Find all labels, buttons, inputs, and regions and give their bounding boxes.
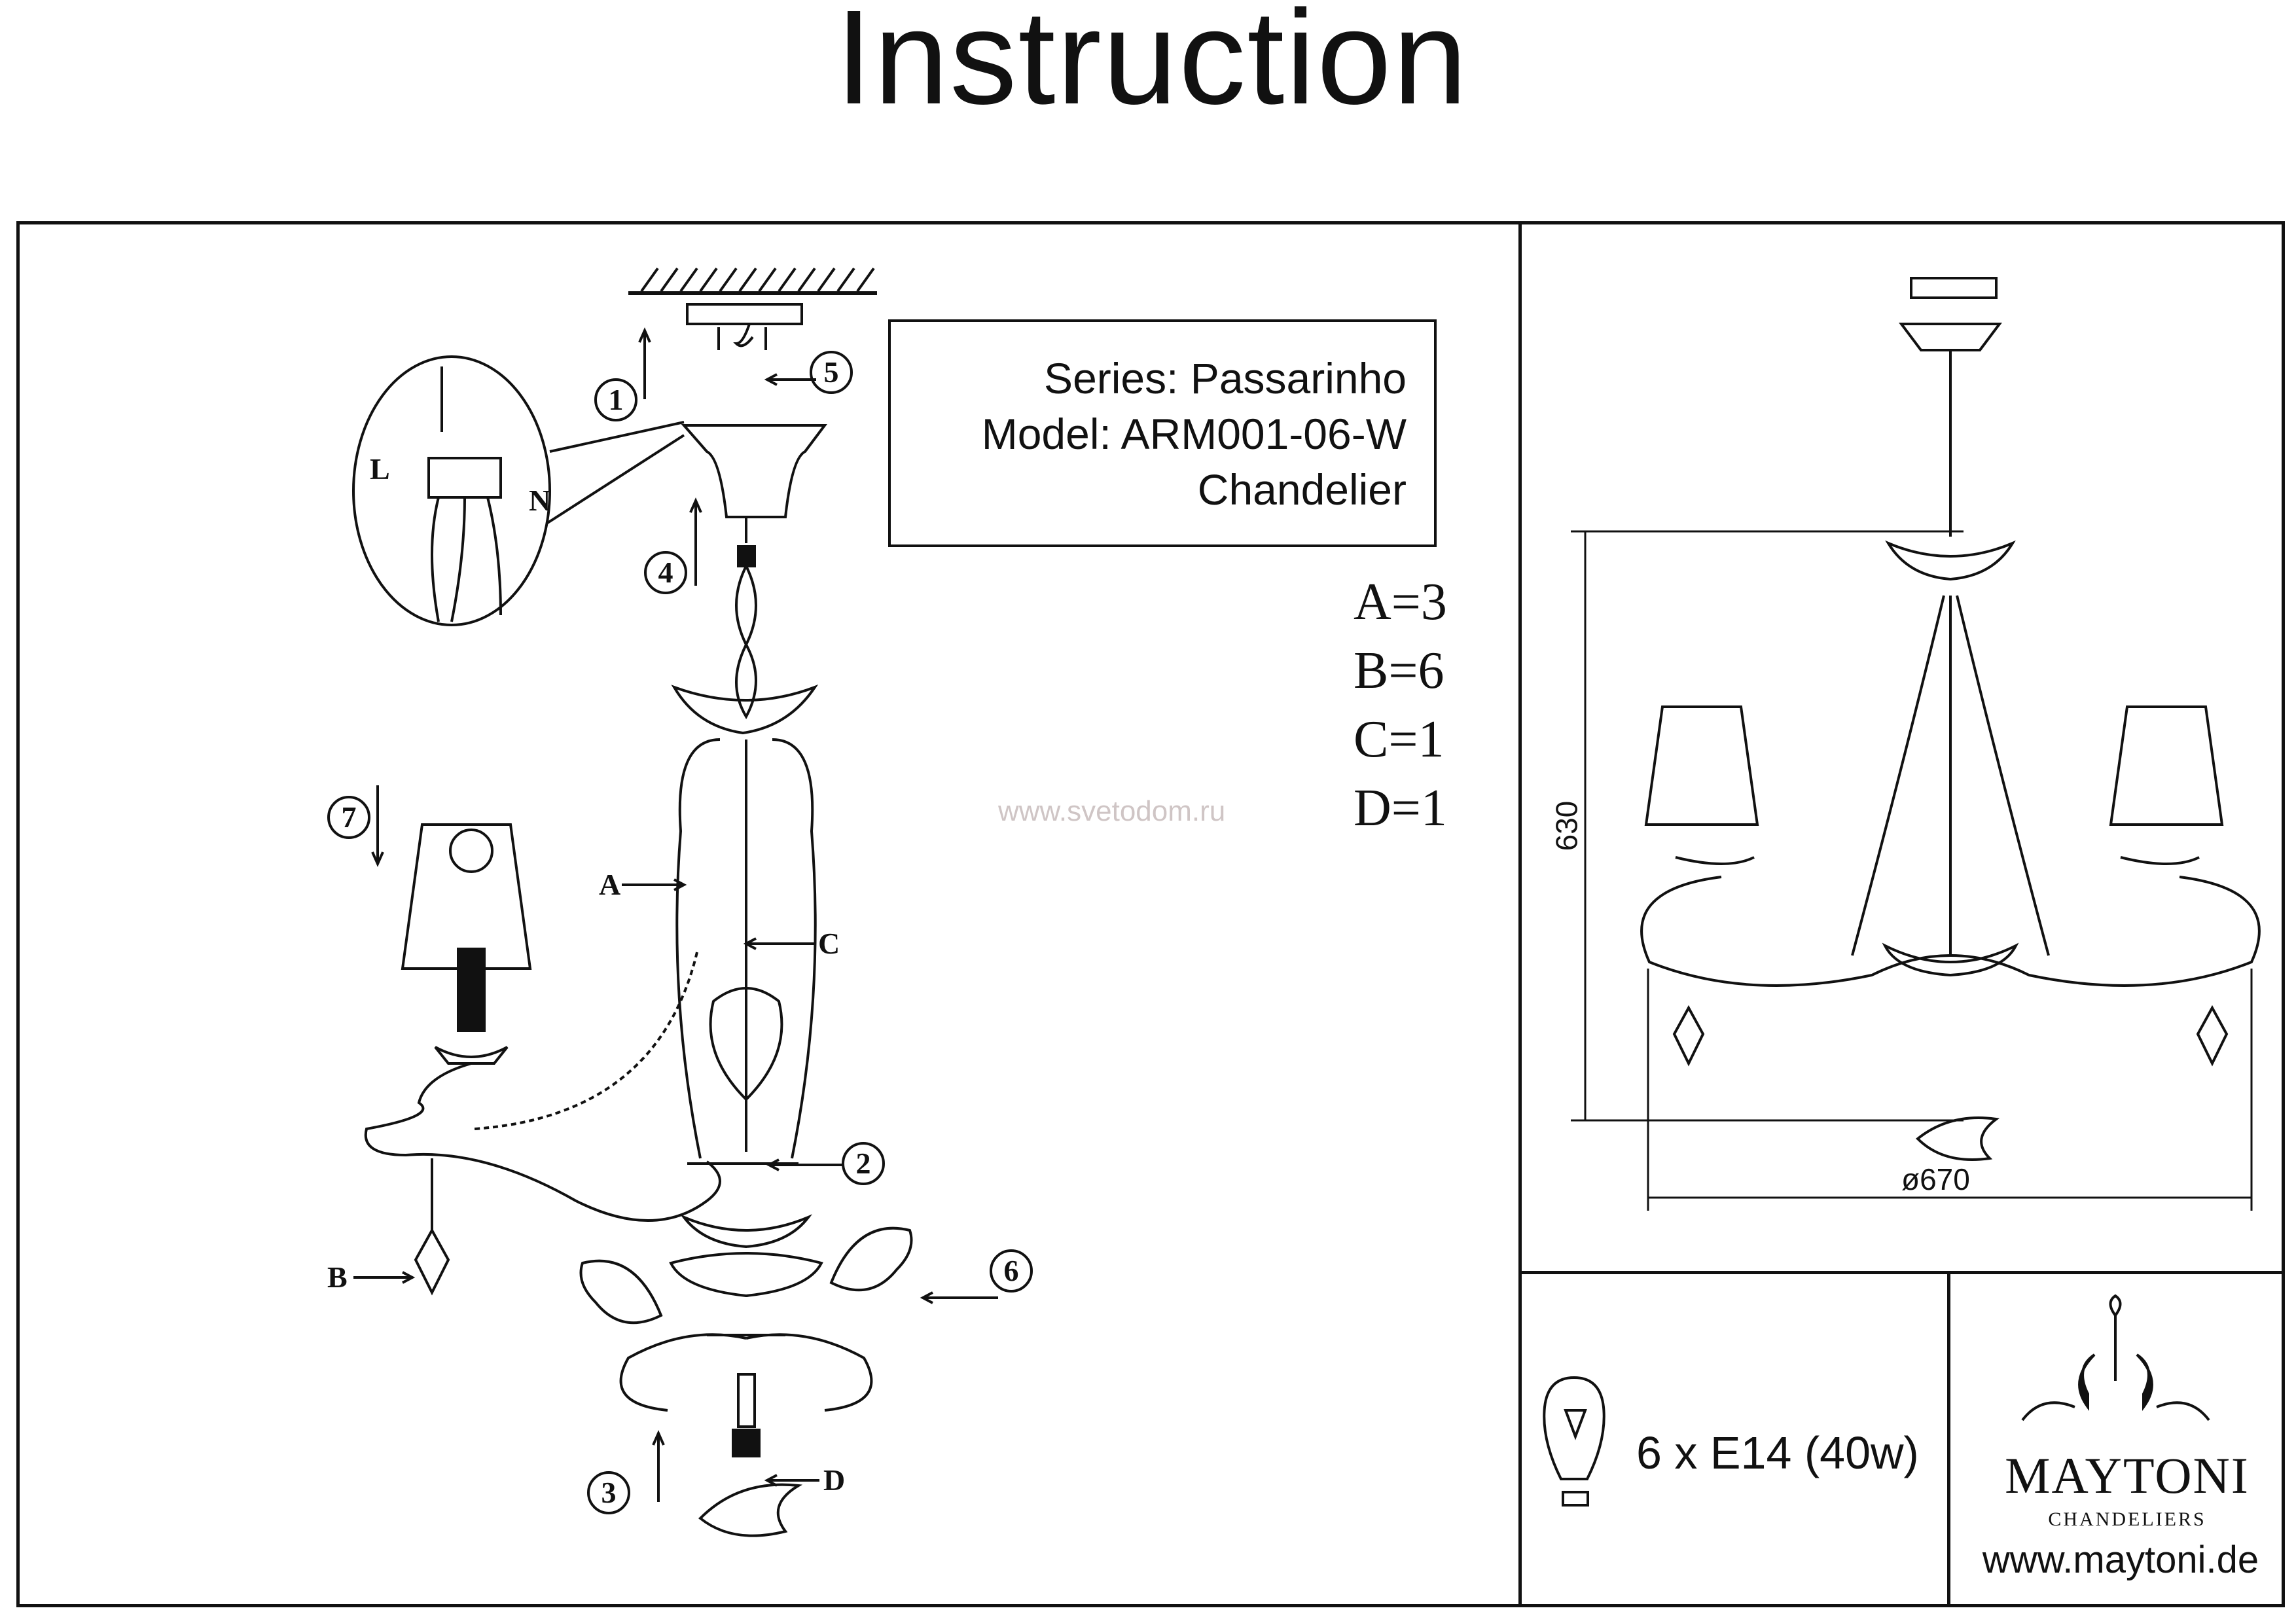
arrow-right-icon (353, 1271, 416, 1284)
light-bulb-icon (1543, 1376, 1605, 1507)
chandelier-front-view (1640, 277, 2261, 1161)
live-wire-label: L (370, 452, 390, 486)
maytoni-logo (2021, 1294, 2210, 1421)
step-marker: 1 (594, 378, 637, 421)
part-count: D=1 (1354, 779, 1447, 837)
ceiling-hatch (628, 267, 877, 295)
step-marker: 7 (327, 796, 370, 839)
divider (1518, 1271, 2285, 1274)
product-type-label: Chandelier (1197, 465, 1407, 514)
step-marker: 2 (842, 1142, 885, 1185)
part-label-b: B (327, 1260, 348, 1294)
page-title: Instruction (835, 0, 1469, 132)
arrow-down-icon (371, 785, 384, 867)
arrow-up-icon (689, 497, 702, 586)
arrow-right-icon (622, 878, 687, 891)
arm-with-shade (364, 823, 721, 1296)
dimension-lines (1571, 530, 2253, 1211)
brand-website: www.maytoni.de (1982, 1539, 2259, 1581)
arrow-left-icon (764, 373, 816, 386)
divider (1518, 221, 1522, 1607)
arrow-up-icon (638, 327, 651, 399)
diameter-dimension: ø670 (1901, 1162, 1970, 1196)
product-info-box: Series: Passarinho Model: ARM001-06-W Ch… (888, 319, 1437, 547)
step-marker: 3 (587, 1471, 630, 1514)
watermark: www.svetodom.ru (998, 795, 1226, 827)
part-count: A=3 (1354, 573, 1447, 631)
height-dimension: 630 (1549, 800, 1584, 851)
brand-name: MAYTONI (2005, 1447, 2250, 1504)
part-label-d: D (823, 1463, 846, 1497)
arrow-left-icon (743, 937, 815, 950)
step-marker: 5 (810, 351, 853, 394)
diagram-frame (16, 221, 2285, 1607)
arrow-up-icon (652, 1430, 665, 1502)
arrow-left-icon (920, 1291, 998, 1304)
wiring-detail-callout (352, 355, 685, 626)
bird-icon (829, 1226, 913, 1292)
part-label-a: A (599, 868, 621, 901)
part-label-c: C (818, 927, 840, 960)
step-marker: 4 (644, 551, 687, 594)
step-marker: 6 (990, 1249, 1033, 1293)
divider (1947, 1271, 1950, 1607)
model-label: Model: ARM001-06-W (981, 410, 1407, 458)
chandelier-main (474, 424, 913, 1537)
neutral-wire-label: N (529, 484, 551, 517)
part-count: C=1 (1354, 711, 1444, 768)
part-count: B=6 (1354, 642, 1444, 700)
mounting-bracket-icon (686, 303, 803, 350)
bird-icon (579, 1259, 663, 1325)
series-label: Series: Passarinho (1044, 354, 1407, 402)
bulb-spec: 6 x E14 (40w) (1636, 1427, 1919, 1478)
brand-tagline: CHANDELIERS (2048, 1508, 2206, 1530)
